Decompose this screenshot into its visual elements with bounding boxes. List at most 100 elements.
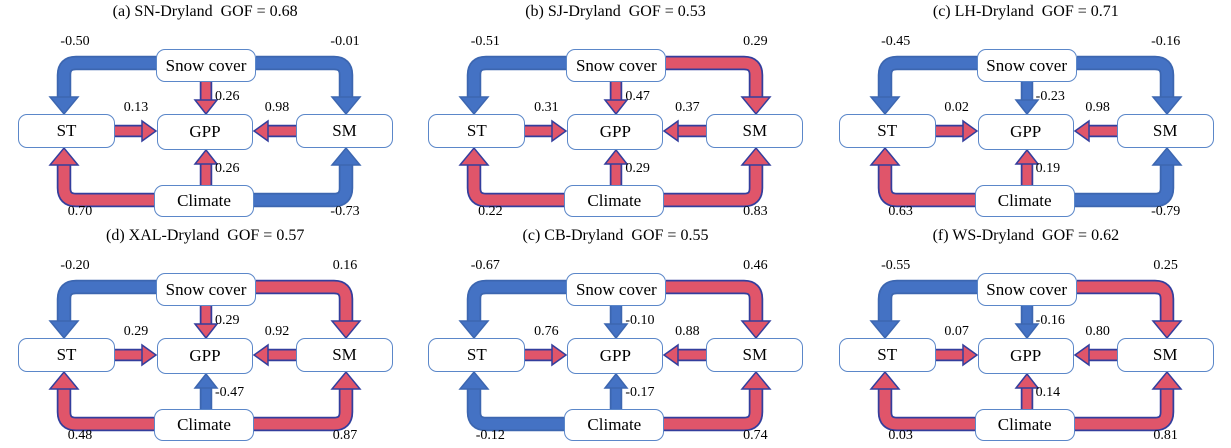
coef-sm-to-gpp: 0.80 (1085, 324, 1110, 339)
coef-climate-to-st: 0.48 (67, 428, 93, 443)
node-sm: SM (296, 114, 393, 148)
node-st: ST (18, 338, 115, 372)
arrow-sm-to-gpp (252, 119, 296, 143)
node-climate: Climate (974, 409, 1075, 441)
node-gpp: GPP (157, 114, 253, 150)
node-gpp: GPP (567, 114, 664, 150)
node-sm-label: SM (742, 345, 768, 364)
coef-climate-to-sm: 0.83 (743, 204, 768, 219)
coef-sm-to-gpp: 0.37 (675, 100, 700, 115)
coef-snow-cover-to-st: -0.45 (881, 34, 911, 49)
node-climate: Climate (974, 185, 1075, 217)
coef-snow-cover-to-sm: 0.46 (743, 258, 768, 273)
path-arrows (458, 279, 772, 432)
node-sm-label: SM (332, 121, 357, 140)
node-gpp-label: GPP (189, 346, 221, 365)
node-sm: SM (1116, 114, 1214, 148)
arrow-climate-to-sm (663, 146, 772, 208)
coef-snow-cover-to-st: -0.20 (60, 258, 90, 273)
arrow-snow-cover-to-st (48, 279, 157, 340)
node-gpp-label: GPP (599, 122, 631, 141)
node-climate-label: Climate (587, 415, 642, 434)
sem-panel-e: (c) CB-Dryland GOF = 0.55 (410, 224, 820, 448)
coef-climate-to-gpp: 0.14 (1035, 385, 1061, 400)
coef-sm-to-gpp: 0.88 (675, 324, 700, 339)
node-climate-label: Climate (587, 191, 642, 210)
coef-snow-cover-to-gpp: 0.26 (215, 89, 240, 104)
arrow-sm-to-gpp (663, 343, 707, 367)
node-snow-cover: Snow cover (156, 49, 256, 82)
coef-climate-to-st: 0.22 (478, 204, 503, 219)
sem-panel-c: (c) LH-Dryland GOF = 0.71 (821, 0, 1231, 224)
coef-st-to-gpp: 0.29 (123, 324, 149, 339)
coef-climate-to-sm: 0.81 (1153, 428, 1178, 443)
node-st: ST (428, 114, 526, 148)
node-st: ST (838, 114, 936, 148)
coef-snow-cover-to-gpp: -0.16 (1035, 313, 1065, 328)
panel-title: (f) WS-Dryland GOF = 0.62 (932, 227, 1120, 244)
arrow-snow-cover-to-st (458, 279, 568, 340)
arrow-snow-cover-to-sm (666, 55, 772, 116)
arrow-climate-to-gpp (193, 372, 219, 409)
arrow-climate-to-gpp (603, 372, 629, 409)
node-climate: Climate (154, 409, 254, 441)
arrow-sm-to-gpp (663, 119, 707, 143)
node-snow-cover: Snow cover (566, 49, 667, 82)
arrow-snow-cover-to-gpp (1014, 82, 1040, 116)
arrow-snow-cover-to-st (458, 55, 568, 116)
node-snow-cover: Snow cover (156, 273, 256, 306)
coef-st-to-gpp: 0.07 (944, 324, 969, 339)
node-sm-label: SM (1152, 345, 1178, 364)
coef-climate-to-gpp: 0.26 (215, 161, 240, 176)
coef-climate-to-st: -0.12 (475, 428, 505, 443)
arrow-snow-cover-to-sm (666, 279, 772, 340)
panel-title: (c) LH-Dryland GOF = 0.71 (932, 3, 1119, 20)
coef-snow-cover-to-sm: 0.16 (332, 258, 358, 273)
coef-st-to-gpp: 0.31 (534, 100, 559, 115)
arrow-st-to-gpp (115, 119, 158, 143)
node-gpp: GPP (157, 338, 253, 374)
node-st: ST (428, 338, 526, 372)
coef-snow-cover-to-st: -0.67 (470, 258, 500, 273)
arrow-snow-cover-to-gpp (1014, 306, 1040, 340)
coef-climate-to-sm: -0.79 (1151, 204, 1181, 219)
arrow-st-to-gpp (935, 343, 978, 367)
sem-panel-d: (d) XAL-Dryland GOF = 0.57 (0, 224, 410, 448)
arrow-snow-cover-to-gpp (603, 306, 629, 340)
arrow-climate-to-st (458, 146, 565, 208)
node-climate: Climate (564, 185, 665, 217)
coef-st-to-gpp: 0.76 (534, 324, 559, 339)
coef-sm-to-gpp: 0.98 (1085, 100, 1110, 115)
node-sm: SM (296, 338, 393, 372)
arrow-snow-cover-to-sm (256, 55, 362, 116)
arrow-climate-to-gpp (193, 148, 219, 185)
coef-snow-cover-to-st: -0.51 (470, 34, 500, 49)
path-arrows (48, 279, 362, 432)
node-st-label: ST (877, 121, 898, 140)
arrow-climate-to-sm (663, 370, 772, 432)
node-snow-cover-label: Snow cover (986, 279, 1068, 299)
sem-panel-f: (f) WS-Dryland GOF = 0.62 (821, 224, 1231, 448)
coef-climate-to-gpp: -0.47 (215, 385, 245, 400)
node-st-label: ST (56, 345, 77, 364)
coef-snow-cover-to-sm: 0.25 (1153, 258, 1178, 273)
coef-st-to-gpp: 0.13 (123, 100, 149, 115)
coef-snow-cover-to-gpp: -0.10 (625, 313, 655, 328)
node-snow-cover: Snow cover (976, 49, 1077, 82)
sem-panel-a: (a) SN-Dryland GOF = 0.68 (0, 0, 410, 224)
node-gpp: GPP (977, 114, 1074, 150)
panel-title: (a) SN-Dryland GOF = 0.68 (112, 3, 298, 20)
arrow-climate-to-sm (1073, 146, 1183, 208)
arrow-climate-to-st (48, 370, 154, 432)
arrow-climate-to-st (48, 146, 154, 208)
arrow-snow-cover-to-st (48, 55, 157, 116)
node-snow-cover: Snow cover (566, 273, 667, 306)
arrow-snow-cover-to-sm (256, 279, 362, 340)
arrow-snow-cover-to-gpp (193, 82, 219, 116)
coef-climate-to-gpp: 0.29 (625, 161, 650, 176)
path-arrows (869, 279, 1183, 432)
node-snow-cover-label: Snow cover (575, 279, 657, 299)
arrow-climate-to-sm (1073, 370, 1183, 432)
node-climate-label: Climate (997, 415, 1052, 434)
coef-snow-cover-to-st: -0.50 (60, 34, 90, 49)
